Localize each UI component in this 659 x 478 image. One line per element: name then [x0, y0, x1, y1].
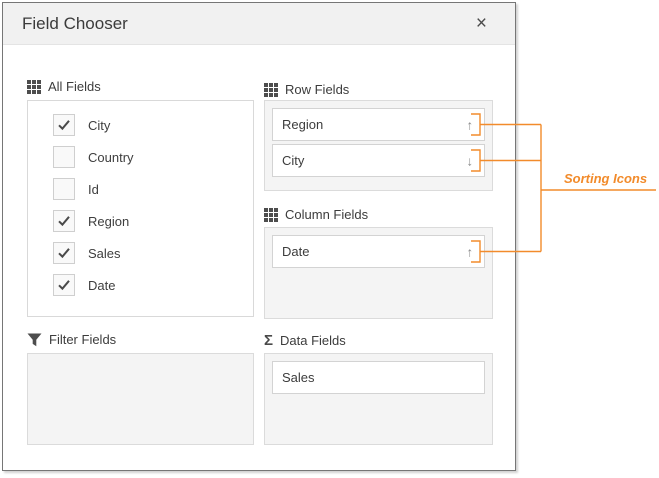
field-checkbox-row[interactable]: Date	[28, 269, 253, 301]
field-label: Sales	[282, 370, 315, 385]
all-fields-header: All Fields	[27, 79, 101, 94]
field-label: Date	[282, 244, 310, 259]
checkbox-label: Id	[88, 181, 99, 197]
field-checkbox-row[interactable]: Country	[28, 141, 253, 173]
close-icon[interactable]: ×	[475, 13, 487, 34]
sort-descending-icon[interactable]: ↓	[466, 153, 474, 168]
sorting-icons-annotation: Sorting Icons	[564, 171, 648, 186]
checkbox-label: Region	[88, 213, 130, 229]
column-fields-title: Column Fields	[285, 207, 369, 222]
row-fields-zone[interactable]: Region ↑ City ↓	[264, 100, 493, 191]
row-fields-header: Row Fields	[264, 82, 349, 97]
checkbox-country[interactable]	[53, 146, 75, 168]
checkbox-date[interactable]	[53, 274, 75, 296]
checkbox-region[interactable]	[53, 210, 75, 232]
row-field-region[interactable]: Region ↑	[272, 108, 485, 141]
sort-ascending-icon[interactable]: ↑	[466, 117, 474, 132]
filter-fields-title: Filter Fields	[49, 332, 117, 347]
field-label: Region	[282, 117, 324, 132]
field-checkbox-row[interactable]: City	[28, 109, 253, 141]
checkbox-city[interactable]	[53, 114, 75, 136]
dialog-titlebar: Field Chooser ×	[3, 3, 515, 45]
grid-icon	[27, 79, 41, 94]
checkbox-sales[interactable]	[53, 242, 75, 264]
checkbox-id[interactable]	[53, 178, 75, 200]
checkbox-label: City	[88, 117, 111, 133]
filter-fields-zone[interactable]	[27, 353, 254, 445]
all-fields-title: All Fields	[48, 79, 101, 94]
column-fields-header: Column Fields	[264, 207, 368, 222]
row-fields-title: Row Fields	[285, 82, 350, 97]
checkbox-label: Country	[88, 149, 134, 165]
column-field-date[interactable]: Date ↑	[272, 235, 485, 268]
field-chooser-dialog: Field Chooser × All Fields City Country	[2, 2, 516, 471]
sort-ascending-icon[interactable]: ↑	[466, 244, 474, 259]
checkbox-label: Sales	[88, 245, 121, 261]
dialog-title: Field Chooser	[22, 13, 128, 33]
data-field-sales[interactable]: Sales	[272, 361, 485, 394]
data-fields-header: Σ Data Fields	[264, 333, 346, 348]
field-checkbox-row[interactable]: Id	[28, 173, 253, 205]
grid-icon	[264, 82, 278, 97]
sigma-icon: Σ	[264, 332, 274, 349]
data-fields-title: Data Fields	[280, 333, 346, 348]
funnel-icon	[27, 333, 42, 347]
data-fields-zone[interactable]: Sales	[264, 353, 493, 445]
field-checkbox-row[interactable]: Region	[28, 205, 253, 237]
field-checkbox-row[interactable]: Sales	[28, 237, 253, 269]
column-fields-zone[interactable]: Date ↑	[264, 227, 493, 319]
grid-icon	[264, 207, 278, 222]
filter-fields-header: Filter Fields	[27, 332, 116, 347]
all-fields-list[interactable]: City Country Id Region Sales Date	[27, 100, 254, 317]
checkbox-label: Date	[88, 277, 116, 293]
row-field-city[interactable]: City ↓	[272, 144, 485, 177]
field-label: City	[282, 153, 305, 168]
